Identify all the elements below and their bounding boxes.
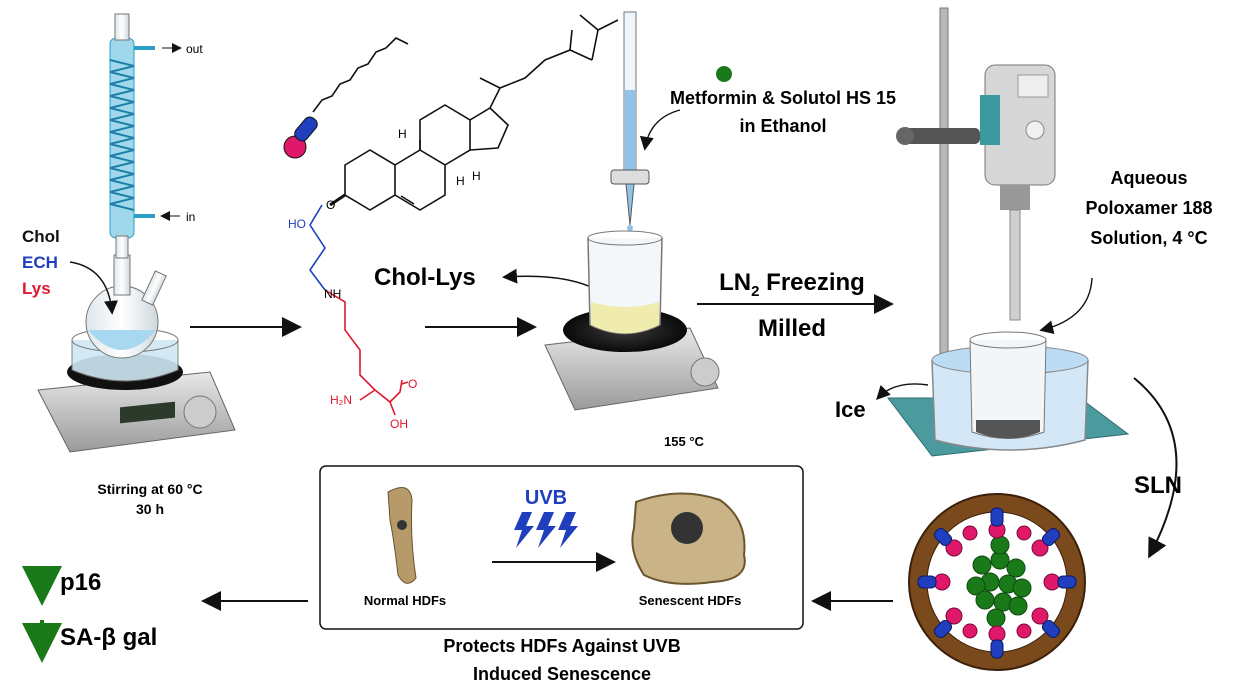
beaker-2 — [587, 230, 663, 335]
result-p16: p16 — [60, 569, 101, 596]
structure-oh: OH — [390, 417, 408, 431]
uvb-lightning-icon — [514, 512, 578, 548]
step3-line2: Milled — [758, 315, 826, 342]
senescent-hdf-cell — [631, 492, 746, 585]
step1-condition-line2: 30 h — [136, 501, 164, 517]
round-bottom-flask — [85, 254, 167, 359]
sln-label: SLN — [1134, 472, 1182, 499]
normal-hdf-cell — [387, 487, 417, 584]
cholesterol-lysine-structure — [309, 14, 619, 416]
box-caption-line1: Protects HDFs Against UVB — [443, 636, 680, 656]
condenser — [109, 13, 182, 259]
step4-line3: Solution, 4 °C — [1090, 228, 1207, 248]
structure-carbonyl-o: O — [408, 377, 417, 391]
reactant-chol: Chol — [22, 227, 60, 246]
senescent-hdf-label: Senescent HDFs — [639, 593, 742, 608]
step1-condition-line1: Stirring at 60 °C — [97, 481, 202, 497]
hotplate-stirrer-1 — [37, 354, 236, 453]
reactant-lys: Lys — [22, 279, 51, 298]
structure-h2n: H₂N — [330, 393, 352, 407]
structure-h-2: H — [456, 174, 465, 188]
structure-h-1: H — [398, 127, 407, 141]
step2-temperature: 155 °C — [664, 434, 705, 449]
box-caption-line2: Induced Senescence — [473, 664, 651, 684]
drug-line2: in Ethanol — [740, 116, 827, 136]
step4-line1: Aqueous — [1110, 168, 1187, 188]
result-sa-gal: SA-β gal — [60, 624, 157, 651]
step3-line1: LN2 Freezing — [719, 269, 865, 300]
ice-arrow — [876, 383, 929, 401]
ice-label: Ice — [835, 397, 866, 422]
ice-bath — [931, 331, 1089, 451]
sln-nanoparticle — [908, 493, 1086, 671]
burette — [610, 11, 650, 231]
arrow-step4 — [1133, 377, 1178, 559]
product-name: Chol-Lys — [374, 264, 476, 291]
condenser-in-label: in — [186, 210, 195, 224]
structure-h-3: H — [472, 169, 481, 183]
drug-dot-icon — [716, 66, 732, 82]
condenser-out-label: out — [186, 42, 203, 56]
reactant-arrow — [69, 261, 118, 315]
homogenizer-head — [980, 64, 1056, 321]
reactant-ech: ECH — [22, 253, 58, 272]
structure-o: O — [326, 198, 335, 212]
drug-arrow — [639, 109, 681, 151]
normal-hdf-label: Normal HDFs — [364, 593, 446, 608]
lipid-icon — [283, 37, 409, 159]
structure-nh: NH — [324, 287, 341, 301]
structure-ho: HO — [288, 217, 306, 231]
solution-arrow — [1039, 277, 1093, 335]
uvb-label: UVB — [525, 487, 567, 509]
drug-line1: Metformin & Solutol HS 15 — [670, 88, 896, 108]
step4-line2: Poloxamer 188 — [1085, 198, 1212, 218]
